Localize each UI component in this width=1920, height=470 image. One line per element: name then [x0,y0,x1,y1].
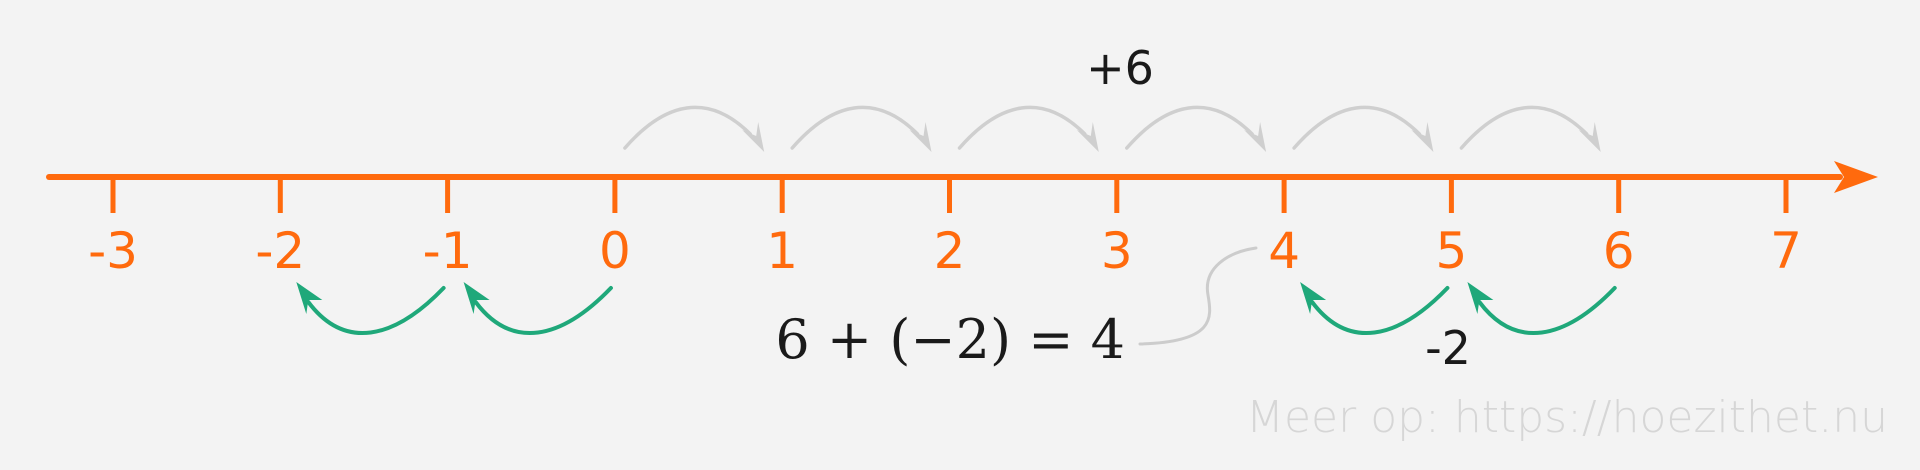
jump-arrow-icon [296,282,323,314]
positive-jumps-label: +6 [1086,41,1154,95]
positive-jumps [623,105,1601,152]
jump-arrow-icon [1411,122,1434,152]
jump-arc [1477,286,1617,336]
negative-jumps-label: -2 [1425,321,1471,375]
jump-arrow-icon [1578,122,1601,152]
tick-label: -2 [255,222,305,280]
tick-label: 3 [1101,222,1133,280]
tick-label: 5 [1435,222,1467,280]
equation: 6 + (−2) = 4 [775,308,1125,371]
tick-label: -1 [423,222,473,280]
tick-label: 7 [1770,222,1802,280]
jump-arrow-icon [1300,282,1327,314]
negative-jumps-right [1300,282,1617,336]
tick-label: 2 [934,222,966,280]
jump-arc [1459,105,1589,150]
tick-label: 4 [1268,222,1300,280]
tick-label: -3 [88,222,138,280]
jump-arc [1292,105,1422,150]
tick-label: 0 [599,222,631,280]
jump-arrow-icon [909,122,932,152]
axis-arrow-icon [1834,161,1878,193]
jump-arrow-icon [1244,122,1267,152]
jump-arc [957,105,1087,150]
jump-arrow-icon [1076,122,1099,152]
jump-arc [790,105,920,150]
jump-arc [623,105,752,150]
watermark: Meer op: https://hoezithet.nu [1246,392,1888,443]
jump-arc [473,286,613,336]
negative-jumps-left [296,282,613,336]
jump-arc [306,286,446,336]
jump-arc [1310,286,1450,336]
number-line-ticks: -3 -2 -1 0 1 2 3 4 5 6 7 [88,174,1802,280]
jump-arrow-icon [463,282,490,314]
equation-connector [1138,246,1258,346]
jump-arc [1125,105,1254,150]
jump-arrow-icon [742,122,765,152]
tick-label: 6 [1603,222,1635,280]
tick-label: 1 [766,222,798,280]
jump-arrow-icon [1467,282,1494,314]
number-line-axis [46,161,1878,193]
